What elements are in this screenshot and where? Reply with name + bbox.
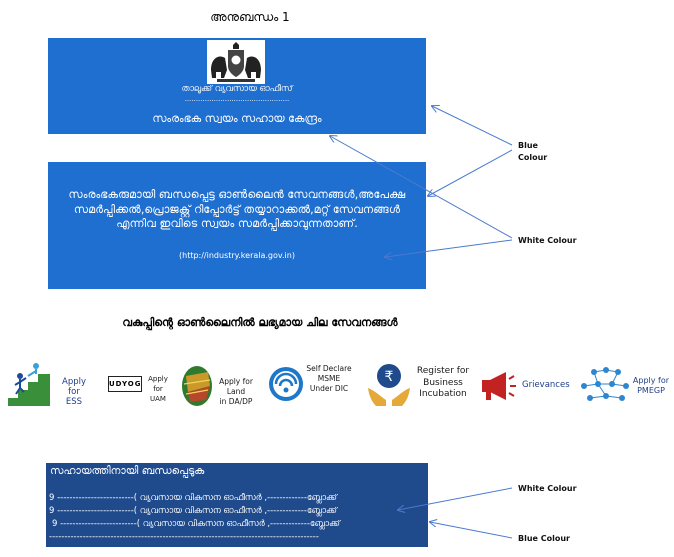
annotation-blue-colour-1: Blue Colour [518, 141, 548, 162]
msme-label-1: Self Declare [306, 364, 352, 373]
arrow-blue-to-top [432, 106, 513, 146]
service-grievances[interactable]: Grievances [478, 368, 574, 404]
contact-title: സഹായത്തിനായി ബന്ധപ്പെടുക [50, 465, 205, 477]
arrow-blue-to-contact-box [430, 522, 513, 539]
udyog-logo-icon: UDYOG [108, 376, 142, 392]
pmegp-label-2: PMEGP [637, 386, 665, 395]
land-label-1: Apply for Land [219, 377, 253, 396]
arrow-blue-to-mid [428, 149, 513, 196]
service-pmegp[interactable]: Apply for PMEGP [578, 364, 670, 408]
centre-name: സംരംഭക സ്വയം സഹായ കേന്ദ്രം [152, 112, 322, 125]
msme-wifi-icon [269, 367, 303, 401]
grievances-label: Grievances [522, 380, 570, 390]
incubation-label-1: Register for [416, 366, 470, 376]
office-name: താലൂക്ക് വ്യവസായ ഓഫീസ് [181, 84, 293, 94]
msme-label-3: Under DIC [309, 384, 349, 393]
uam-label-1: Apply for [148, 375, 168, 393]
contact-line-1: 9 -------------------------( വ്യവസായ വിക… [49, 493, 337, 503]
people-group-icon [581, 367, 629, 401]
office-dots: ........................................… [184, 95, 290, 103]
contact-line-4: ----------------------------------------… [49, 532, 319, 542]
rupee-hands-icon: ₹ [368, 364, 410, 406]
annotation-white-colour-1: White Colour [518, 236, 577, 245]
service-ess[interactable]: Apply for ESS [6, 362, 102, 408]
ess-label-2: ESS [65, 397, 83, 407]
service-uam[interactable]: UDYOG Apply for UAM [108, 370, 174, 403]
incubation-label-2: Business [423, 377, 463, 388]
info-url[interactable]: (http://industry.kerala.gov.in) [179, 251, 295, 260]
land-map-icon [182, 366, 212, 406]
uam-label-2: UAM [150, 395, 166, 403]
office-header-box: താലൂക്ക് വ്യവസായ ഓഫീസ് .................… [48, 38, 426, 134]
service-land[interactable]: Apply for Land in DA/DP [180, 362, 262, 412]
annotation-blue-colour-2: Blue Colour [518, 534, 570, 543]
annotation-white-colour-2: White Colour [518, 484, 577, 493]
contact-line-3: 9 -------------------------( വ്യവസായ വിക… [52, 519, 340, 529]
info-box: സംരംഭകരുമായി ബന്ധപ്പെട്ട ഓൺലൈൻ സേവനങ്ങൾ,… [48, 162, 426, 289]
kerala-emblem-icon [207, 40, 265, 84]
stairs-climb-icon [8, 363, 50, 406]
ess-label-1: Apply for [62, 377, 86, 397]
annex-title: അനുബന്ധം 1 [210, 10, 290, 24]
svg-text:₹: ₹ [385, 369, 394, 385]
land-label-2: in DA/DP [219, 397, 253, 406]
service-msme[interactable]: Self Declare MSME Under DIC [268, 360, 358, 410]
info-text: സംരംഭകരുമായി ബന്ധപ്പെട്ട ഓൺലൈൻ സേവനങ്ങൾ,… [68, 188, 406, 230]
megaphone-icon [482, 372, 516, 400]
contact-box: സഹായത്തിനായി ബന്ധപ്പെടുക 9 -------------… [46, 463, 428, 547]
msme-label-2: MSME [317, 374, 341, 383]
contact-line-2: 9 -------------------------( വ്യവസായ വിക… [49, 506, 337, 516]
incubation-label-3: Incubation [419, 389, 467, 399]
pmegp-label-1: Apply for [632, 376, 670, 385]
services-heading: വകുപ്പിന്റെ ഓൺലൈനിൽ ലഭ്യമായ ചില സേവനങ്ങൾ [122, 316, 398, 329]
service-incubation[interactable]: ₹ Register for Business Incubation [366, 360, 476, 412]
